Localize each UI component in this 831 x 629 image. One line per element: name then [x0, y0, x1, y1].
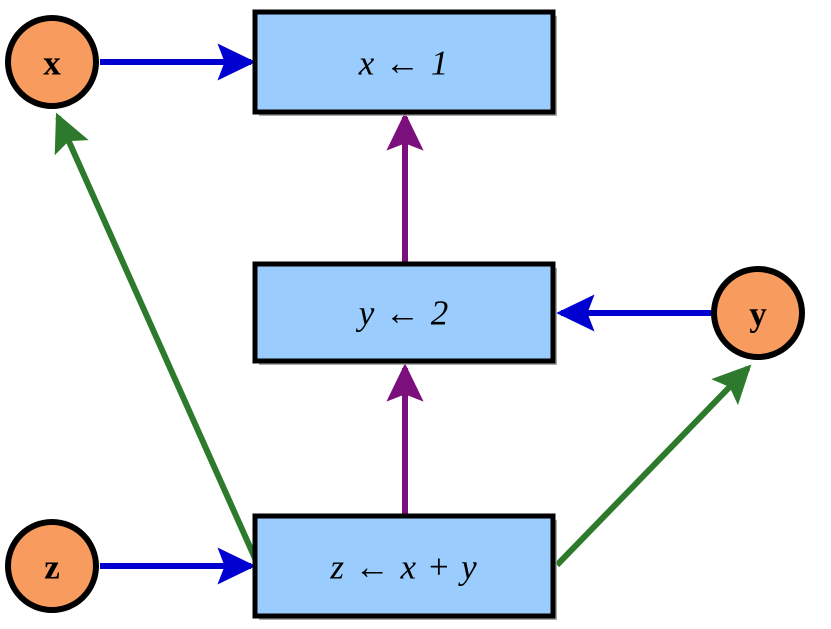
variable-node-x[interactable]: x — [5, 15, 99, 109]
statement-box-assign-z[interactable]: z ← x + y — [252, 513, 557, 620]
variable-node-label-z: z — [44, 548, 60, 587]
statement-label-assign-x: x ← 1 — [358, 44, 450, 83]
statement-box-assign-x[interactable]: x ← 1 — [252, 9, 557, 116]
edge-assign-z-to-x — [54, 112, 261, 567]
statement-box-assign-y[interactable]: y ← 2 — [252, 261, 557, 365]
variable-node-z[interactable]: z — [5, 519, 99, 613]
statement-label-assign-z: z ← x + y — [329, 548, 477, 587]
variable-node-label-y: y — [749, 295, 767, 334]
statement-label-assign-y: y ← 2 — [356, 294, 450, 333]
variable-node-y[interactable]: y — [711, 266, 805, 360]
edge-assign-z-to-y — [554, 364, 752, 568]
variable-node-label-x: x — [43, 44, 61, 83]
